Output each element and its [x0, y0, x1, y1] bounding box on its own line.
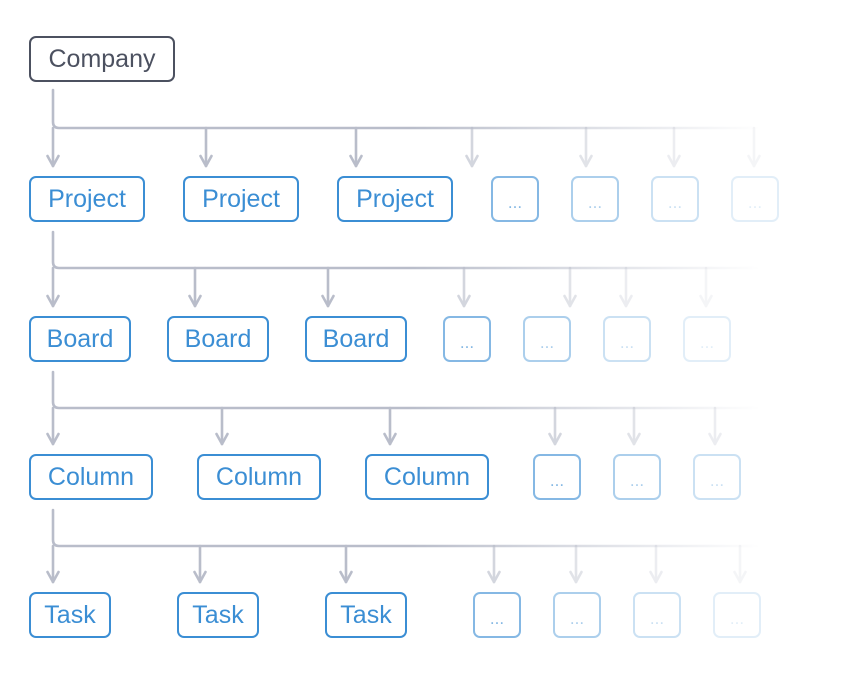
project-arrow [46, 126, 60, 168]
project-branch-line [51, 88, 762, 130]
column-node: Column [197, 454, 321, 500]
column-arrow [627, 406, 641, 446]
task-arrow [733, 544, 747, 584]
task-more-node: ... [473, 592, 521, 638]
project-node: Project [183, 176, 299, 222]
task-node: Task [325, 592, 407, 638]
board-arrow [699, 266, 713, 308]
task-arrow [487, 544, 501, 584]
board-arrow [188, 266, 202, 308]
project-arrow [349, 126, 363, 168]
board-node: Board [167, 316, 269, 362]
column-more-node: ... [613, 454, 661, 500]
board-more-node: ... [523, 316, 571, 362]
task-more-node: ... [553, 592, 601, 638]
project-arrow [579, 126, 593, 168]
task-more-node: ... [633, 592, 681, 638]
project-arrow [199, 126, 213, 168]
project-node: Project [29, 176, 145, 222]
project-arrow [465, 126, 479, 168]
company-node: Company [29, 36, 175, 82]
project-more-node: ... [491, 176, 539, 222]
board-branch-line [51, 230, 762, 270]
board-arrow [457, 266, 471, 308]
task-arrow [649, 544, 663, 584]
project-more-node: ... [651, 176, 699, 222]
board-more-node: ... [683, 316, 731, 362]
board-more-node: ... [443, 316, 491, 362]
column-more-node: ... [533, 454, 581, 500]
project-more-node: ... [731, 176, 779, 222]
column-arrow [548, 406, 562, 446]
task-more-node: ... [713, 592, 761, 638]
board-node: Board [305, 316, 407, 362]
task-node: Task [177, 592, 259, 638]
board-arrow [321, 266, 335, 308]
column-branch-line [51, 370, 762, 410]
task-arrow [569, 544, 583, 584]
board-arrow [563, 266, 577, 308]
column-node: Column [365, 454, 489, 500]
project-more-node: ... [571, 176, 619, 222]
task-arrow [46, 544, 60, 584]
project-arrow [747, 126, 761, 168]
column-node: Column [29, 454, 153, 500]
board-arrow [46, 266, 60, 308]
task-arrow [193, 544, 207, 584]
column-more-node: ... [693, 454, 741, 500]
project-node: Project [337, 176, 453, 222]
column-arrow [46, 406, 60, 446]
task-arrow [339, 544, 353, 584]
board-arrow [619, 266, 633, 308]
column-arrow [708, 406, 722, 446]
task-branch-line [51, 508, 762, 548]
column-arrow [215, 406, 229, 446]
project-arrow [667, 126, 681, 168]
column-arrow [383, 406, 397, 446]
task-node: Task [29, 592, 111, 638]
board-node: Board [29, 316, 131, 362]
board-more-node: ... [603, 316, 651, 362]
